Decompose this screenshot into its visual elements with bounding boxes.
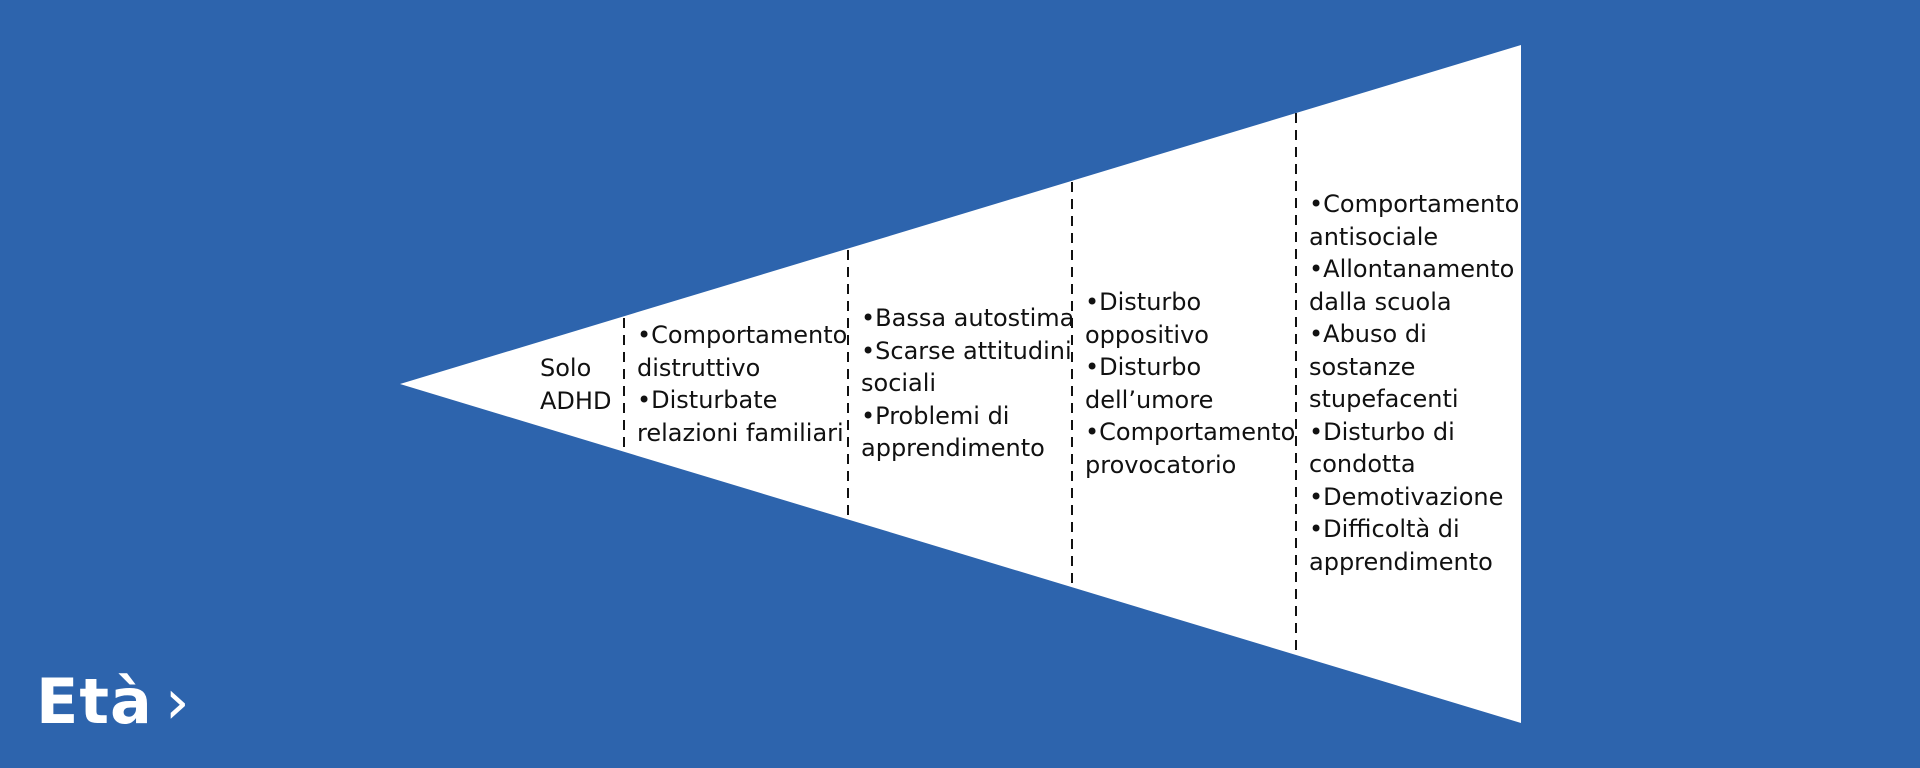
stage-item: sociali (861, 369, 937, 397)
stage-item: oppositivo (1085, 320, 1209, 349)
stage-item: dell’umore (1085, 385, 1214, 414)
stage-item: •Difficoltà di (1309, 515, 1460, 543)
stage-item: •Disturbo di (1309, 417, 1455, 446)
stage-item: Solo (540, 354, 592, 382)
stage-item: •Comportamento (637, 321, 848, 349)
stage-item: •Disturbate (637, 386, 778, 414)
stage-item: stupefacenti (1309, 385, 1459, 413)
stage-item: •Bassa autostima (861, 304, 1075, 332)
stage-item: •Comportamento (1309, 190, 1520, 218)
stage-item: condotta (1309, 450, 1416, 478)
stage-2-text: •Comportamento distruttivo •Disturbate r… (637, 319, 847, 449)
stage-item: ADHD (540, 386, 612, 415)
stage-item: •Abuso di (1309, 320, 1427, 348)
stage-item: distruttivo (637, 353, 761, 382)
stage-item: •Scarse attitudini (861, 336, 1072, 365)
stage-item: •Allontanamento (1309, 255, 1515, 283)
stage-item: •Demotivazione (1309, 482, 1504, 511)
stage-1-text: Solo ADHD (540, 352, 611, 417)
stage-item: •Comportamento (1085, 418, 1296, 446)
stage-item: dalla scuola (1309, 287, 1452, 316)
chevron-right-icon: › (164, 665, 191, 738)
stage-item: provocatorio (1085, 450, 1237, 479)
stage-item: apprendimento (1309, 547, 1493, 576)
stage-item: antisociale (1309, 222, 1439, 251)
age-axis-label: Età› (36, 671, 191, 733)
stage-5-text: •Comportamento antisociale •Allontanamen… (1309, 188, 1519, 578)
stage-item: apprendimento (861, 434, 1045, 462)
age-label-text: Età (36, 665, 153, 738)
stage-item: sostanze (1309, 352, 1416, 381)
stage-item: •Problemi di (861, 401, 1010, 430)
stage-item: •Disturbo (1085, 353, 1202, 381)
stage-item: relazioni familiari (637, 418, 844, 447)
widening-cone (400, 45, 1521, 723)
stage-item: •Disturbo (1085, 288, 1202, 316)
stage-3-text: •Bassa autostima •Scarse attitudini soci… (861, 302, 1074, 465)
stage-4-text: •Disturbo oppositivo •Disturbo dell’umor… (1085, 286, 1295, 481)
